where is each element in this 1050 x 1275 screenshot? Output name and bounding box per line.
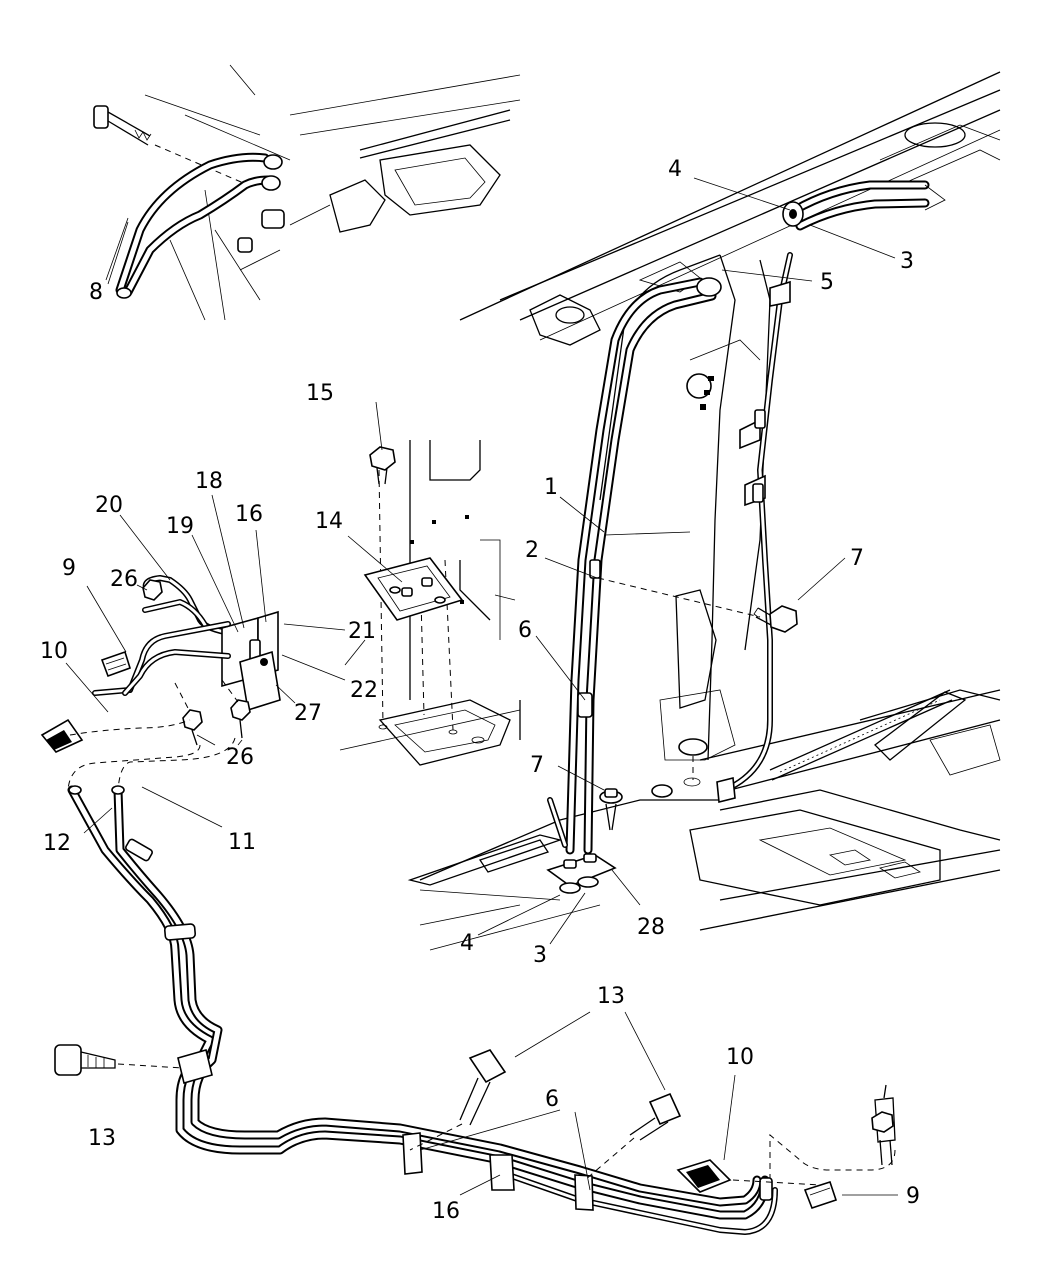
- heater-hoses-1-2: [565, 277, 722, 855]
- main-hose-run: [67, 785, 778, 1235]
- callout-26-lower: 26: [226, 745, 254, 770]
- callout-8: 8: [89, 280, 103, 305]
- bolt-icon: [93, 105, 256, 189]
- callout-13-left: 13: [88, 1126, 116, 1151]
- callout-10-lower: 10: [726, 1045, 754, 1070]
- heater-hose-8: [115, 152, 283, 299]
- heater-hoses-3-4-top: [782, 180, 946, 231]
- engine-bay-inset: [93, 64, 521, 321]
- callout-4-bottom: 4: [460, 931, 474, 956]
- callout-28: 28: [637, 915, 665, 940]
- center-bracket-area: [339, 440, 521, 766]
- callout-16-upper: 16: [235, 502, 263, 527]
- callout-26-upper: 26: [110, 567, 138, 592]
- harness-path-12: [117, 737, 236, 791]
- callout-1: 1: [544, 475, 558, 500]
- callout-15: 15: [306, 381, 334, 406]
- drain-tube: [716, 252, 793, 804]
- fitting-top-right: [871, 1084, 896, 1166]
- callout-9-lower: 9: [906, 1184, 920, 1209]
- bolt-13-center: [409, 1049, 507, 1151]
- harness-path-lower: [769, 1133, 896, 1178]
- bracket-28: [546, 797, 617, 894]
- callout-12: 12: [43, 831, 71, 856]
- callout-27: 27: [294, 701, 322, 726]
- callout-13-upper: 13: [597, 984, 625, 1009]
- callout-3-bottom: 3: [533, 943, 547, 968]
- callout-14: 14: [315, 509, 343, 534]
- callout-20: 20: [95, 493, 123, 518]
- callout-18: 18: [195, 469, 223, 494]
- screw-7-upper: [753, 605, 798, 633]
- callout-4-top: 4: [668, 157, 682, 182]
- clip-9-lower: [803, 1180, 838, 1209]
- callout-10-upper: 10: [40, 639, 68, 664]
- heater-control-valve: [40, 575, 281, 753]
- harness-path-10: [69, 719, 191, 736]
- callout-6-lower: 6: [545, 1087, 559, 1112]
- callout-5: 5: [820, 270, 834, 295]
- harness-path-11: [67, 744, 201, 791]
- leader-lines: [65, 177, 898, 1196]
- callout-16-lower: 16: [432, 1199, 460, 1224]
- callout-7-upper: 7: [850, 546, 864, 571]
- bolt-13-left: [54, 1044, 183, 1076]
- callout-2: 2: [525, 538, 539, 563]
- callout-6-pillar: 6: [518, 618, 532, 643]
- callout-21: 21: [348, 619, 376, 644]
- harness-path-lower-2: [732, 1179, 821, 1186]
- callout-7-lower: 7: [530, 753, 544, 778]
- callout-3-top: 3: [900, 249, 914, 274]
- screw-7-lower: [599, 788, 623, 831]
- callout-19: 19: [166, 514, 194, 539]
- bolt-13-right: [584, 1092, 682, 1181]
- callout-11: 11: [228, 830, 256, 855]
- callout-22: 22: [350, 678, 378, 703]
- callout-9-upper: 9: [62, 556, 76, 581]
- callout-labels: 8 4 3 5 1 2 7 6 7 4 3 28 15 14 18 16 20 …: [40, 157, 920, 1224]
- connector-10-lower: [676, 1159, 732, 1193]
